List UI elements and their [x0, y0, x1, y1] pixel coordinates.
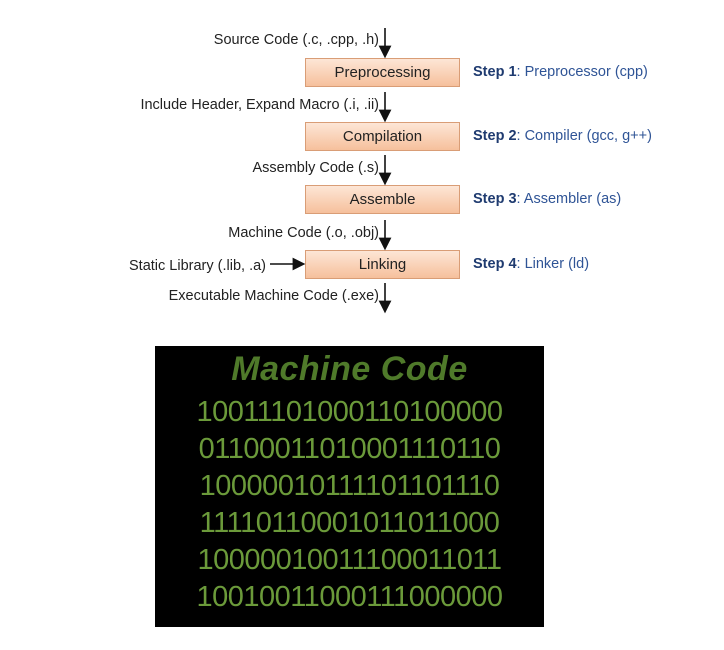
- preprocessing-box: Preprocessing: [305, 58, 460, 87]
- machine-code-label: Machine Code (.o, .obj): [228, 225, 379, 241]
- linking-box-label: Linking: [358, 256, 407, 273]
- preprocessing-box-label: Preprocessing: [334, 64, 431, 81]
- assembly-code-label: Assembly Code (.s): [252, 160, 379, 176]
- binary-line: 10011101000110100000: [196, 396, 503, 428]
- compilation-box: Compilation: [305, 122, 460, 151]
- flow-arrows: [270, 28, 392, 314]
- step-3-title: Step 3: [473, 191, 517, 207]
- binary-line: 01100011010001110110: [198, 433, 501, 465]
- step-2-tool: : Compiler (gcc, g++): [516, 128, 652, 144]
- step-4-title: Step 4: [473, 256, 517, 272]
- assemble-box: Assemble: [305, 185, 460, 214]
- step-4-tool: : Linker (ld): [516, 256, 590, 272]
- include-header-label: Include Header, Expand Macro (.i, .ii): [140, 97, 379, 113]
- step-1-title: Step 1: [473, 64, 517, 80]
- step-1-tool: : Preprocessor (cpp): [516, 64, 648, 80]
- binary-line: 10000010011100011011: [197, 544, 502, 576]
- machine-code-title: Machine Code: [231, 350, 468, 388]
- compilation-box-label: Compilation: [342, 128, 423, 145]
- assemble-box-label: Assemble: [349, 191, 416, 208]
- step-2-label: Step 2: Compiler (gcc, g++): [473, 128, 652, 144]
- static-library-label: Static Library (.lib, .a): [129, 258, 266, 274]
- binary-line: 11110110001011011000: [199, 507, 500, 539]
- linking-box: Linking: [305, 250, 460, 279]
- source-code-label: Source Code (.c, .cpp, .h): [213, 32, 379, 48]
- executable-code-label: Executable Machine Code (.exe): [168, 288, 379, 304]
- step-3-tool: : Assembler (as): [516, 191, 622, 207]
- step-2-title: Step 2: [473, 128, 517, 144]
- step-1-label: Step 1: Preprocessor (cpp): [473, 64, 648, 80]
- binary-line: 10000010111101101110: [199, 470, 500, 502]
- binary-line: 10010011000111000000: [196, 581, 503, 613]
- step-3-label: Step 3: Assembler (as): [473, 191, 621, 207]
- step-4-label: Step 4: Linker (ld): [473, 256, 589, 272]
- machine-code-image: Machine Code 10011101000110100000 011000…: [155, 346, 544, 627]
